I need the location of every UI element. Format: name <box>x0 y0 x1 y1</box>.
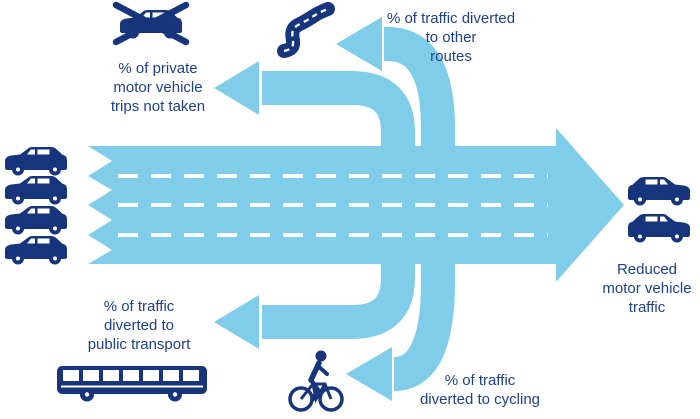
car-icon <box>5 206 67 235</box>
label-cycling: % of traffic diverted to cycling <box>419 372 541 408</box>
label-public-transport: % of traffic diverted to public transpor… <box>87 298 191 353</box>
crossed-out-car-icon <box>112 1 190 46</box>
label-reduced-traffic: Reduced motor vehicle traffic <box>602 261 692 316</box>
lane-dashes <box>118 174 548 237</box>
cyclist-icon <box>288 350 344 412</box>
branch-arrow-cycling <box>346 202 455 401</box>
winding-road-icon <box>277 2 335 58</box>
car-icon <box>628 214 690 243</box>
branch-arrow-trips-not-taken <box>214 61 415 210</box>
branch-arrow-other-routes <box>336 17 455 208</box>
bus-icon <box>57 366 207 402</box>
branch-arrow-public-transport <box>214 200 415 349</box>
car-icon <box>628 177 690 206</box>
label-other-routes: % of traffic diverted to other routes <box>386 10 516 65</box>
car-icon <box>5 236 67 265</box>
label-trips-not-taken: % of private motor vehicle trips not tak… <box>110 60 206 115</box>
car-icon <box>5 147 67 176</box>
car-icon <box>5 176 67 205</box>
